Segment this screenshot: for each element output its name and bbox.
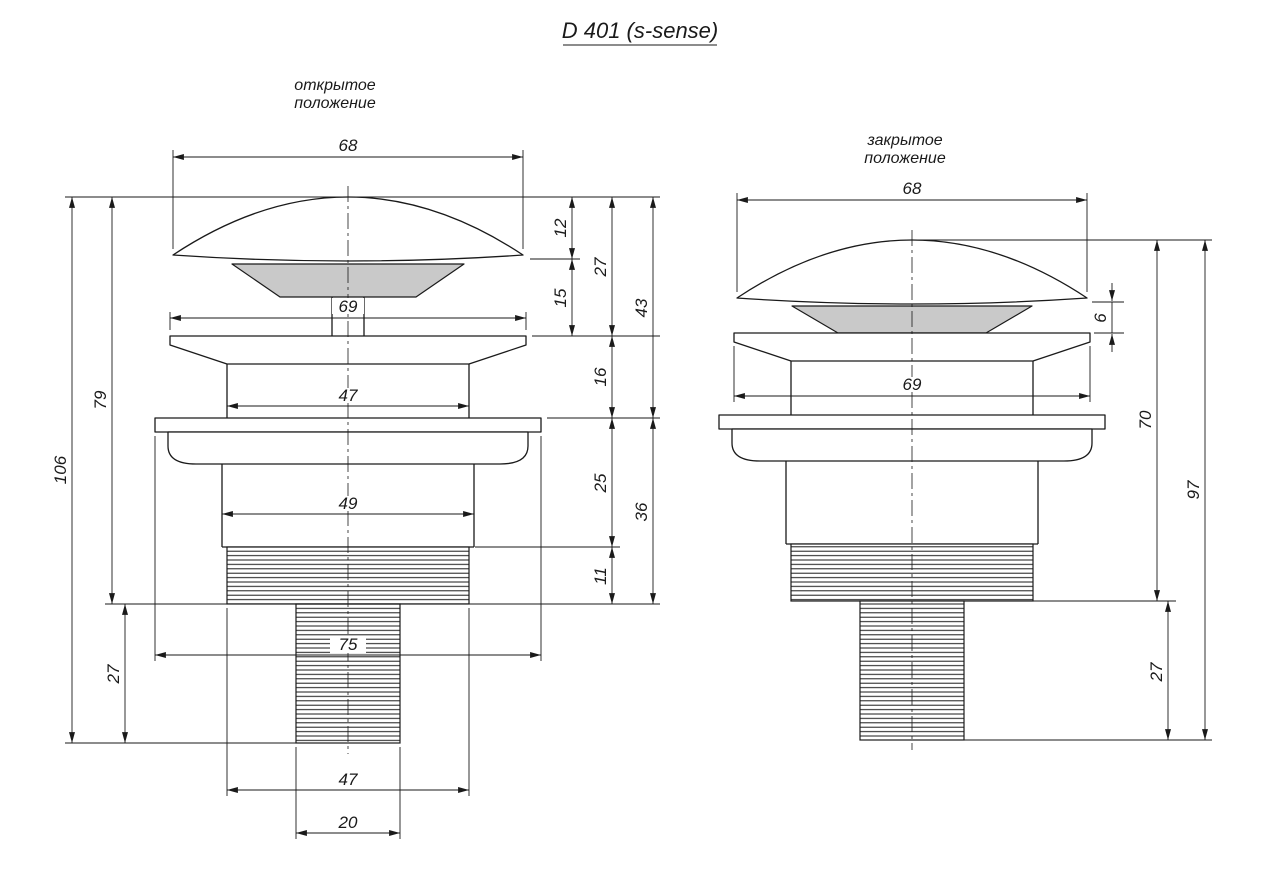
closed-view-label: закрытое положение [864,132,946,167]
closed-view: закрытое положение [718,132,1212,750]
dim-open-height-to-thread-end: 79 [91,390,110,409]
dim-closed-cap-width: 68 [903,179,922,198]
closed-view-dimension-lines [734,197,1208,740]
open-view-dimension-texts: 68 69 47 49 75 47 20 106 79 27 12 15 27 … [51,136,651,832]
dim-closed-flange-width: 69 [903,375,922,394]
closed-view-label-line1: закрытое [866,132,942,149]
dim-closed-pipe-height: 27 [1147,662,1166,682]
dim-open-cap-width: 68 [339,136,358,155]
closed-view-label-line2: положение [864,150,946,167]
dim-open-body-width: 49 [339,494,358,513]
open-view-dimension-lines [69,154,656,836]
closed-view-dimension-texts: 68 69 6 70 97 27 [898,179,1203,682]
open-view-geometry [154,196,542,744]
dim-open-flange-to-mount: 16 [591,367,610,386]
flange-shoulder-closed [731,428,1093,462]
page-title: D 401 (s-sense) [562,18,719,43]
dim-open-gap-height: 15 [551,288,570,307]
dim-closed-gap-height: 6 [1091,313,1110,323]
flange-shoulder-open [167,431,529,465]
dim-closed-height-to-thread-end: 70 [1136,410,1155,429]
dim-open-mount-flange-width: 75 [339,635,358,654]
open-view-label-line1: открытое [294,77,376,94]
closed-view-extension-lines [733,193,1212,741]
dim-open-pipe-height: 27 [104,664,123,684]
dim-open-pipe-width: 20 [338,813,358,832]
open-view-label: открытое положение [294,77,376,112]
open-view: открытое положение [51,77,660,839]
open-view-extension-lines [65,150,660,839]
dim-open-flange-width: 69 [339,297,358,316]
dim-open-mount-to-thread: 25 [591,473,610,493]
dim-open-thread-height: 11 [591,567,610,585]
dim-open-mount-to-thread-end: 36 [632,502,651,521]
dim-open-cap-height: 12 [551,218,570,237]
dim-open-total-height: 106 [51,455,70,484]
dim-open-neck-width: 47 [339,386,358,405]
dim-open-cap-to-flange: 27 [591,257,610,277]
dim-closed-total-height: 97 [1184,480,1203,499]
title-block: D 401 (s-sense) [562,18,719,46]
open-view-label-line2: положение [294,95,376,112]
dim-open-thread-width: 47 [339,770,358,789]
dim-open-top-to-mount: 43 [632,298,651,317]
